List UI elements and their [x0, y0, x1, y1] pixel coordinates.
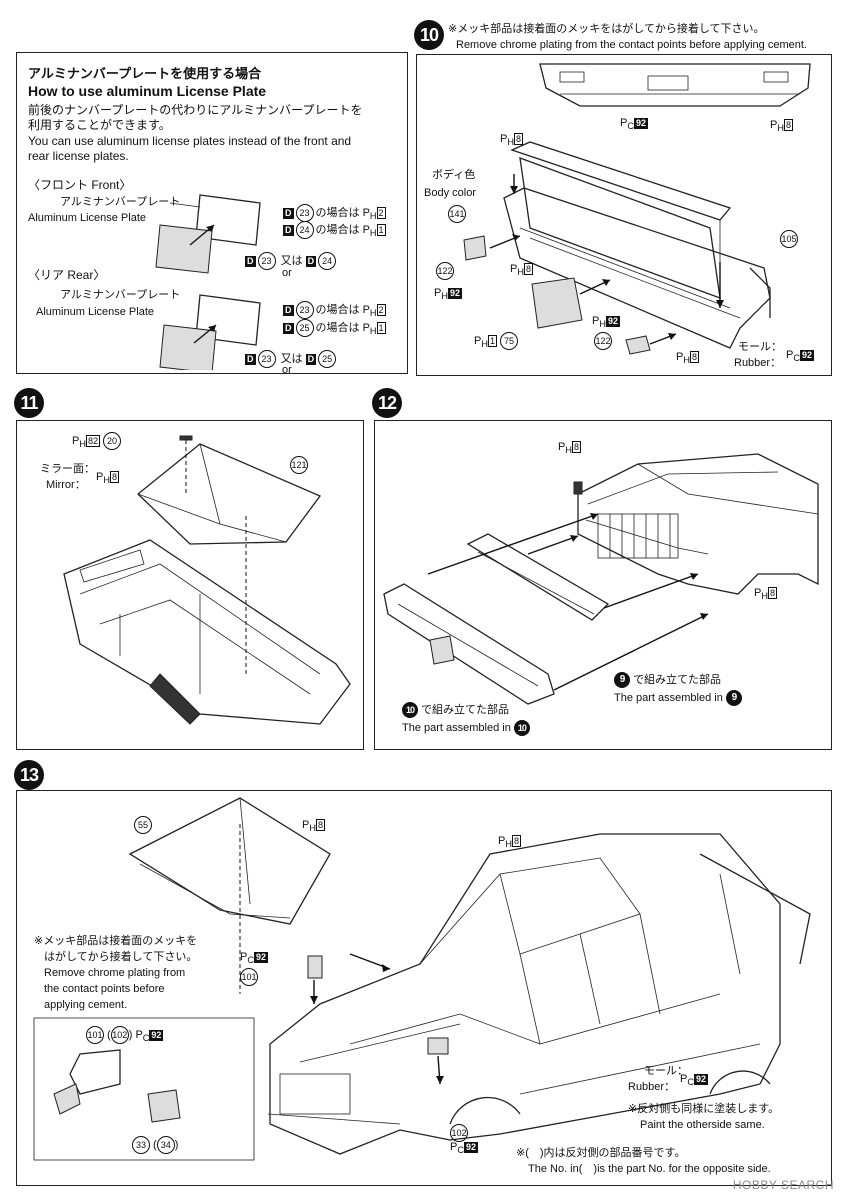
license-desc-en-2: rear license plates. [28, 149, 129, 163]
front-plate-jp: アルミナンバープレート [60, 196, 181, 208]
front-or-en: or [282, 267, 292, 279]
step10-note-en: Remove chrome plating from the contact p… [456, 39, 807, 51]
license-desc-en-1: You can use aluminum license plates inst… [28, 134, 352, 148]
step10-number: 10 [414, 20, 444, 50]
step13-other-side-jp: ※反対側も同様に塗装します。 [628, 1103, 780, 1115]
step13-part-55: 55 [134, 816, 152, 834]
step13-rubber-en: Rubber： [628, 1081, 676, 1093]
front-plate-en: Aluminum License Plate [28, 212, 147, 224]
rear-plate-jp: アルミナンバープレート [60, 289, 181, 301]
step12-assembled9-en: The part assembled in 9 [614, 690, 742, 706]
step10-note-jp: ※メッキ部品は接着面のメッキをはがしてから接着して下さい。 [448, 23, 765, 35]
step12-number: 12 [372, 388, 402, 418]
step13-part-102: 102 [450, 1124, 468, 1142]
step13-note-en-2: the contact points before [44, 983, 165, 995]
step12-front-diagram [383, 453, 819, 705]
step13-note-en-1: Remove chrome plating from [44, 967, 186, 979]
rear-heading: 〈リア Rear〉 [28, 268, 106, 282]
step12-panel [374, 420, 832, 750]
license-title-jp: アルミナンバープレートを使用する場合 [28, 66, 262, 81]
step11-number: 11 [14, 388, 44, 418]
step13-note-en-3: applying cement. [44, 999, 128, 1011]
rear-or-en: or [282, 364, 292, 376]
license-plate-panel [16, 52, 408, 374]
step13-part-101: 101 [240, 968, 258, 986]
step10-rubber-jp: モール： [738, 341, 782, 353]
step11-mirror-jp: ミラー面： [40, 463, 95, 475]
license-desc-jp-1: 前後のナンバープレートの代わりにアルミナンバープレートを [28, 103, 363, 117]
step12-assembled10-en: The part assembled in 10 [402, 720, 530, 736]
step10-body-color-en: Body color [424, 187, 476, 199]
step13-car-diagram [33, 797, 811, 1161]
step10-part-141: 141 [448, 205, 466, 223]
step10-panel [416, 54, 832, 376]
step10-part-105: 105 [780, 230, 798, 248]
step13-note-jp-2: はがしてから接着して下さい。 [44, 951, 198, 963]
step13-number: 13 [14, 760, 44, 790]
license-title-en: How to use aluminum License Plate [28, 83, 267, 99]
step13-rubber-jp: モール： [644, 1065, 688, 1077]
step13-paren-note-jp: ※( )内は反対側の部品番号です。 [516, 1147, 686, 1159]
step10-bumper-diagram [463, 63, 811, 355]
step10-part-122b: 122 [594, 332, 612, 350]
step13-note-jp-1: ※メッキ部品は接着面のメッキを [34, 935, 198, 947]
step11-interior-diagram [63, 435, 351, 725]
step11-part-121: 121 [290, 456, 308, 474]
front-heading: 〈フロント Front〉 [28, 178, 132, 192]
step12-assembled10-jp: 10 で組み立てた部品 [402, 702, 509, 718]
license-plate-diagram [155, 194, 261, 370]
step10-rubber-en: Rubber： [734, 357, 782, 369]
step10-body-color-jp: ボディ色 [432, 169, 476, 181]
step10-part-122a: 122 [436, 262, 454, 280]
watermark: HOBBY SEARCH [732, 1178, 834, 1192]
license-desc-jp-2: 利用することができます。 [28, 118, 171, 132]
step13-inset-33-34: 33 (34) [132, 1136, 178, 1154]
rear-plate-en: Aluminum License Plate [36, 306, 155, 318]
step12-assembled9-jp: 9 で組み立てた部品 [614, 672, 721, 688]
step11-mirror-en: Mirror： [46, 479, 86, 491]
step13-other-side-en: Paint the otherside same. [640, 1119, 765, 1131]
step13-paren-note-en: The No. in( )is the part No. for the opp… [528, 1163, 771, 1175]
